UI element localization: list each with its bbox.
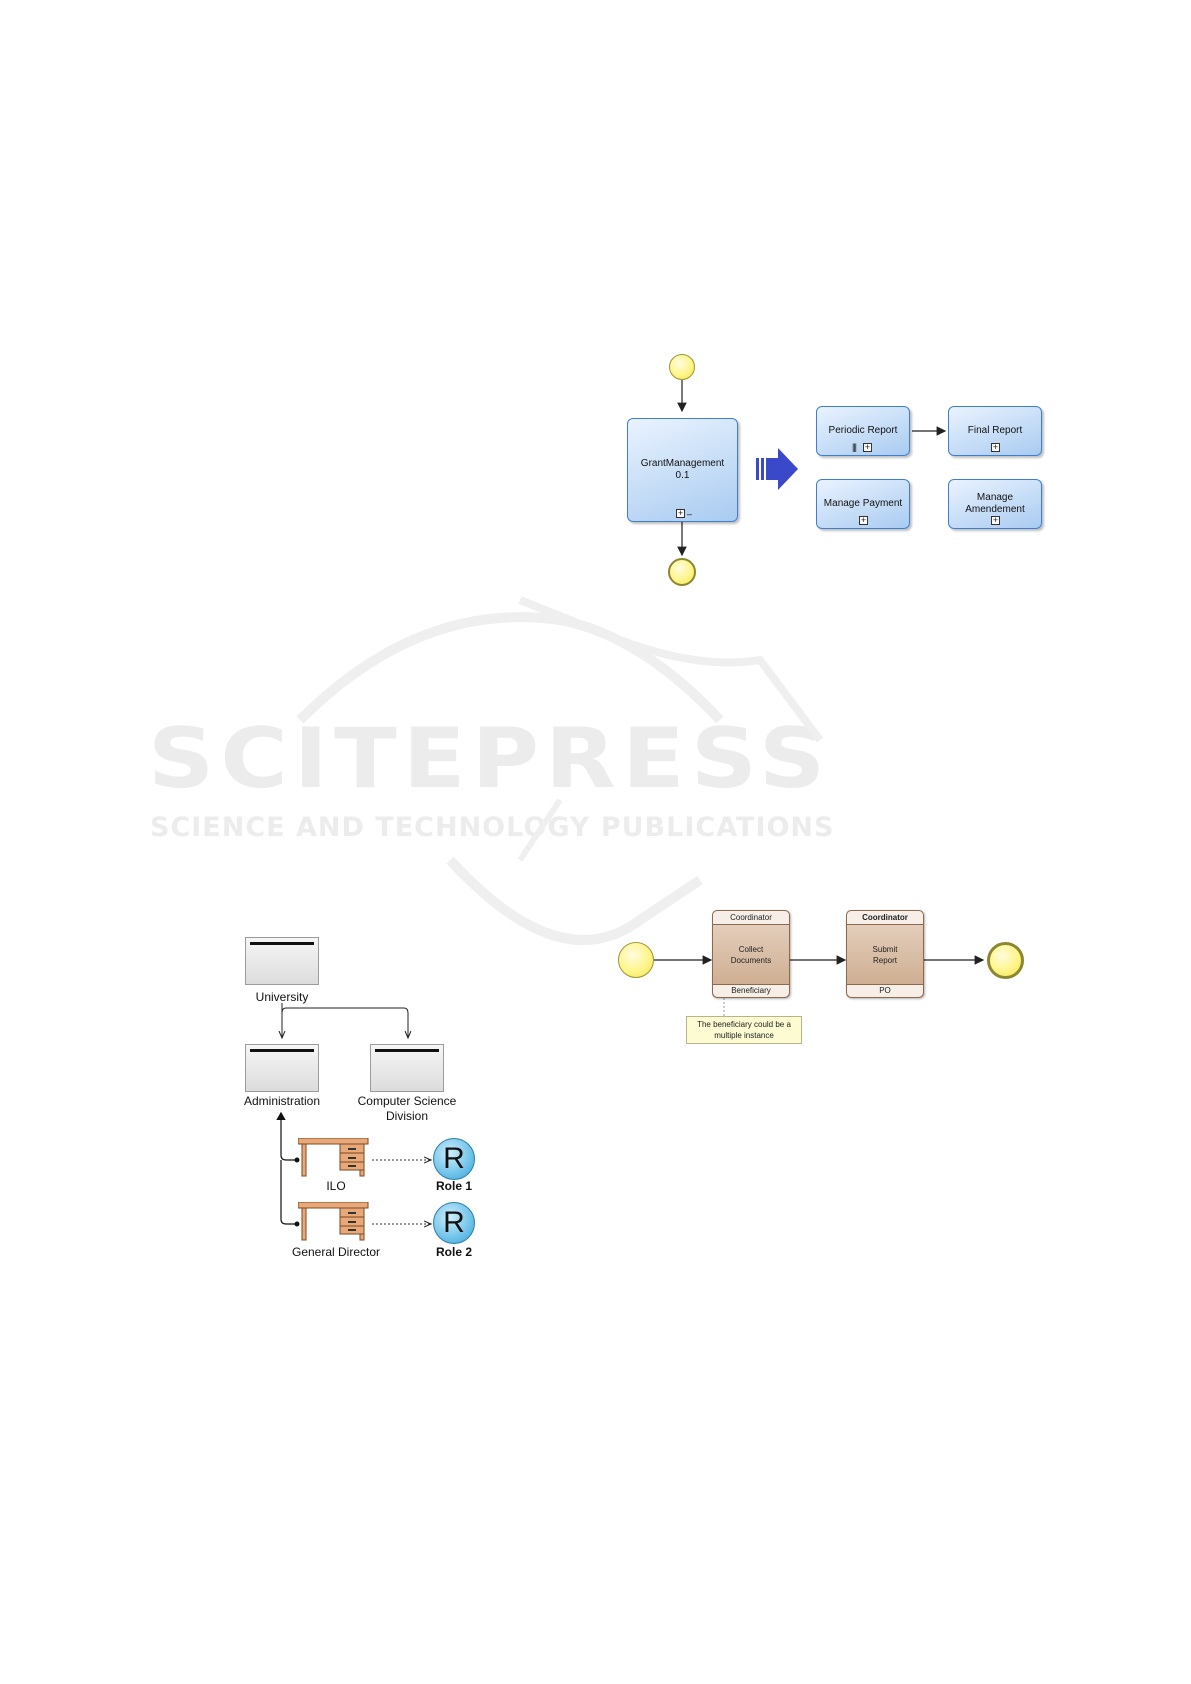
role-label: Role 2 [435,1245,472,1259]
task-footer: Beneficiary [713,984,789,997]
annotation-note: The beneficiary could be a multiple inst… [686,1016,802,1044]
org-unit-label: University [255,990,309,1004]
role-label: Role 1 [435,1179,472,1193]
org-unit-label: Administration [243,1094,321,1108]
task-periodic-report: Periodic Report ||| + [816,406,910,456]
task-final-report: Final Report + [948,406,1042,456]
desk-icon [298,1138,369,1177]
role-letter: R [443,1206,465,1239]
task-manage-payment: Manage Payment + [816,479,910,529]
watermark-subtitle: SCIENCE AND TECHNOLOGY PUBLICATIONS [150,812,835,843]
position-label: ILO [326,1179,346,1193]
org-unit-label: Computer Science Division [357,1094,457,1123]
org-unit-university [245,937,319,985]
collapsed-marker-icon: + [859,515,868,525]
task-collect-documents: Coordinator Collect Documents Beneficiar… [712,910,790,998]
task-body: Submit Report [847,925,923,984]
collapsed-marker-icon: + [863,442,872,452]
task-header: Coordinator [847,911,923,925]
role-letter: R [443,1142,465,1175]
task-body: Collect Documents [713,925,789,984]
task-header: Coordinator [713,911,789,925]
role-icon: R [433,1138,475,1180]
role-icon: R [433,1202,475,1244]
multi-instance-marker-icon: ||| [852,442,857,452]
task-footer: PO [847,984,923,997]
watermark-title: SCITEPRESS [148,710,832,807]
end-event-icon [987,942,1024,979]
task-submit-report: Coordinator Submit Report PO [846,910,924,998]
collapsed-marker-icon: + [991,442,1000,452]
org-unit-computer-science [370,1044,444,1092]
desk-icon [298,1202,369,1241]
collapsed-marker-icon: + [991,515,1000,525]
end-event-icon [668,558,696,586]
start-event-icon [669,354,695,380]
task-manage-amendement: Manage Amendement + [948,479,1042,529]
expand-arrow-icon [756,448,798,490]
start-event-icon [618,942,654,978]
task-label: Periodic Report [828,425,898,436]
note-text: The beneficiary could be a multiple inst… [697,1020,791,1040]
position-label: General Director [291,1245,381,1259]
task-grant-management: GrantManagement 0.1 + – [627,418,738,522]
task-label: Final Report [967,425,1023,436]
collapsed-marker-icon: + [676,508,685,518]
task-label: Manage Payment [823,498,903,509]
minus-marker-icon: – [687,509,693,519]
org-unit-administration [245,1044,319,1092]
task-label: GrantManagement 0.1 [640,458,725,481]
task-label: Submit Report [872,944,898,965]
task-label: Manage Amendement [965,492,1025,515]
task-label: Collect Documents [730,944,772,965]
